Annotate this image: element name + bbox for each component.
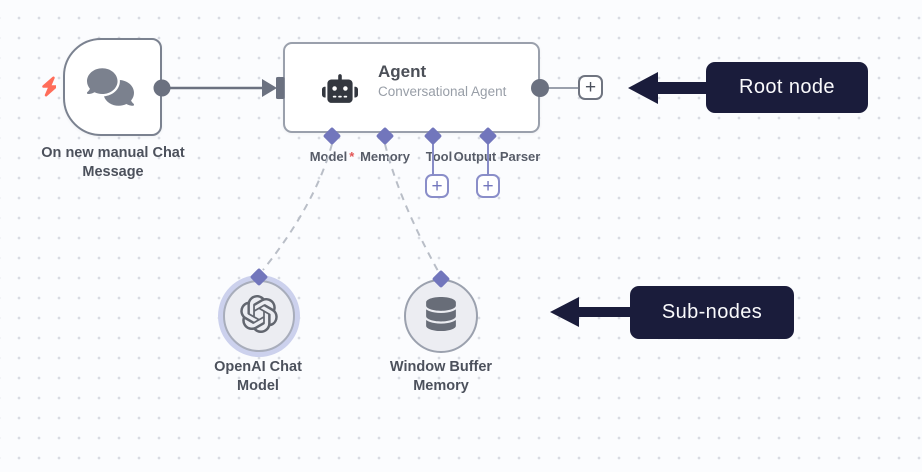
lightning-bolt-icon [41,73,58,100]
connector-label-output-parser: Output Parser [453,149,541,164]
add-tool-button[interactable]: + [425,174,449,198]
root-callout-arrow-icon [628,72,707,104]
add-output-parser-button[interactable]: + [476,174,500,198]
chat-trigger-node[interactable] [63,38,162,136]
root-node-callout-label: Root node [739,76,835,98]
connector-label-tool: Tool [425,149,453,164]
agent-node[interactable]: Agent Conversational Agent [283,42,540,133]
plus-icon: + [482,175,494,197]
add-next-node-button[interactable]: + [578,75,603,100]
sub-callout-arrow-icon [550,297,631,327]
database-icon [426,296,456,336]
agent-node-title: Agent [378,62,427,81]
plus-icon: + [584,77,597,98]
openai-node-body [223,280,295,352]
wbm-node-label: Window Buffer Memory [389,359,493,395]
agent-node-subtitle: Conversational Agent [378,84,507,99]
robot-icon [322,72,358,105]
sub-nodes-callout: Sub-nodes [630,286,794,339]
required-asterisk: * [349,149,355,164]
openai-chat-model-node[interactable] [218,275,300,357]
sub-nodes-callout-label: Sub-nodes [661,301,763,323]
connector-label-model: Model* [309,149,355,164]
window-buffer-memory-node[interactable] [404,279,478,353]
plus-icon: + [431,175,443,197]
openai-logo-icon [240,294,278,338]
openai-node-label: OpenAI Chat Model [214,359,302,395]
trigger-node-label: On new manual Chat Message [41,145,185,181]
wire-arrowhead-icon [262,79,277,97]
connector-label-memory: Memory [360,149,410,164]
chat-bubbles-icon [86,68,134,106]
root-node-callout: Root node [706,62,868,113]
